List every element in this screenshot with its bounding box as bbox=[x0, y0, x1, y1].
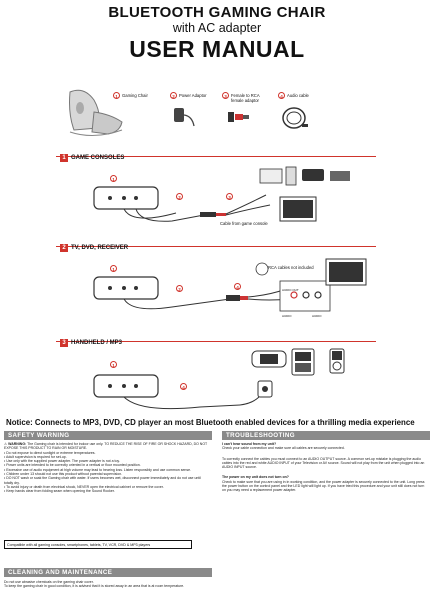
diagram-badge-1: 1 bbox=[110, 175, 117, 182]
safety-item: To avoid injury or death from electrical… bbox=[6, 484, 164, 489]
section-number: 1 bbox=[60, 154, 68, 162]
parts-legend: 1 Gaming Chair 2 Power Adaptor 3 Female … bbox=[0, 70, 434, 150]
safety-body: ⚠ WARNING: The Gaming chair is intended … bbox=[4, 442, 208, 494]
gaming-chair-illustration bbox=[69, 89, 123, 136]
diagram-badge-4: 4 bbox=[234, 283, 241, 290]
ts-answer: To correctly connect the cables you must… bbox=[222, 456, 425, 470]
section-handheld-mp3: 3 HANDHELD / MP3 1 4 bbox=[0, 327, 434, 417]
notice-banner: Notice: Connects to MP3, DVD, CD player … bbox=[6, 418, 415, 427]
safety-lead: The Gaming chair is intended for indoor … bbox=[4, 442, 208, 451]
port-label: AUDIO bbox=[312, 314, 322, 318]
safety-item: Do not expose to direct sunlight or extr… bbox=[6, 450, 96, 455]
diagram-badge-2: 2 bbox=[176, 193, 183, 200]
section-title: GAME CONSOLES bbox=[71, 155, 125, 161]
legend-label-4: Audio cable bbox=[287, 93, 309, 98]
section-tv-dvd-receiver: 2 TV, DVD, RECEIVER 1 2 4 RCA cables not… bbox=[0, 237, 434, 327]
section-game-consoles: 1 GAME CONSOLES 1 2 3 Cable from game co… bbox=[0, 147, 434, 237]
section-rule bbox=[56, 246, 376, 247]
legend-label-1: Gaming Chair bbox=[122, 93, 148, 98]
safety-lead-label: WARNING: bbox=[8, 442, 27, 446]
troubleshooting-body: I can't hear sound from my unit? Check y… bbox=[222, 442, 428, 493]
cleaning-body: Do not use abrasive chemicals on the gam… bbox=[4, 580, 210, 589]
diagram-badge-3: 3 bbox=[226, 193, 233, 200]
legend-label-2: Power Adaptor bbox=[179, 93, 207, 98]
game-consoles-diagram bbox=[93, 166, 350, 222]
power-adaptor-icon bbox=[174, 108, 195, 127]
safety-item: Keep hands clear from folding seam when … bbox=[6, 489, 115, 494]
section-rule bbox=[56, 156, 376, 157]
cleaning-heading: CLEANING AND MAINTENANCE bbox=[4, 568, 212, 577]
ts-answer: Check your cable connection and make sur… bbox=[222, 446, 345, 451]
ts-answer: Check to make sure that you are using in… bbox=[222, 479, 425, 493]
ts-question: The power on my unit does not turn on? bbox=[222, 475, 289, 480]
rca-adaptor-icon bbox=[228, 112, 249, 122]
diagram-badge-1: 1 bbox=[110, 361, 117, 368]
title-line-3: USER MANUAL bbox=[129, 36, 305, 62]
title-line-2: with AC adapter bbox=[172, 21, 262, 35]
port-label: AUDIO bbox=[282, 314, 292, 318]
diagram-badge-1: 1 bbox=[110, 265, 117, 272]
diagram-badge-4: 4 bbox=[180, 383, 187, 390]
legend-label-3: Female to RCA female adaptor bbox=[231, 93, 260, 103]
warning-icon: ⚠ bbox=[4, 442, 8, 446]
handheld-mp3-diagram bbox=[93, 348, 345, 410]
legend-badge-2: 2 bbox=[170, 92, 177, 99]
compatibility-box: Compatible with all gaming consoles, sma… bbox=[4, 540, 192, 549]
section-title: HANDHELD / MP3 bbox=[71, 340, 123, 346]
safety-item: DO NOT wash or soak the Gaming chair wit… bbox=[4, 476, 201, 485]
port-label: AUDIO OUT bbox=[282, 288, 299, 292]
safety-item: Power units are intended to be correctly… bbox=[6, 463, 141, 468]
troubleshooting-heading: TROUBLESHOOTING bbox=[222, 431, 430, 440]
legend-badge-1: 1 bbox=[113, 92, 120, 99]
safety-heading: SAFETY WARNING bbox=[4, 431, 212, 440]
section-rule bbox=[56, 341, 376, 342]
cleaning-line: Do not use abrasive chemicals on the gam… bbox=[4, 580, 94, 584]
cable-caption: RCA cables not included bbox=[268, 265, 314, 270]
diagram-badge-2: 2 bbox=[176, 285, 183, 292]
section-title: TV, DVD, RECEIVER bbox=[71, 245, 129, 251]
title-line-1: BLUETOOTH GAMING CHAIR bbox=[108, 4, 326, 21]
cable-caption: Cable from game console bbox=[220, 221, 268, 226]
section-number: 3 bbox=[60, 339, 68, 347]
legend-badge-4: 4 bbox=[278, 92, 285, 99]
tv-dvd-receiver-diagram bbox=[93, 258, 367, 312]
section-number: 2 bbox=[60, 244, 68, 252]
safety-item: Children under 13 should not use this pr… bbox=[6, 472, 123, 477]
audio-cable-icon bbox=[282, 107, 308, 129]
cleaning-line: To keep the gaming chair in good conditi… bbox=[4, 584, 185, 589]
safety-item: Excessive use of audio equipment at high… bbox=[6, 467, 192, 472]
legend-badge-3: 3 bbox=[222, 92, 229, 99]
safety-item: Adult supervision is required for set-up… bbox=[6, 454, 67, 459]
safety-item: Use only with the supplied power adapter… bbox=[6, 459, 120, 464]
ts-question: I can't hear sound from my unit? bbox=[222, 442, 277, 446]
